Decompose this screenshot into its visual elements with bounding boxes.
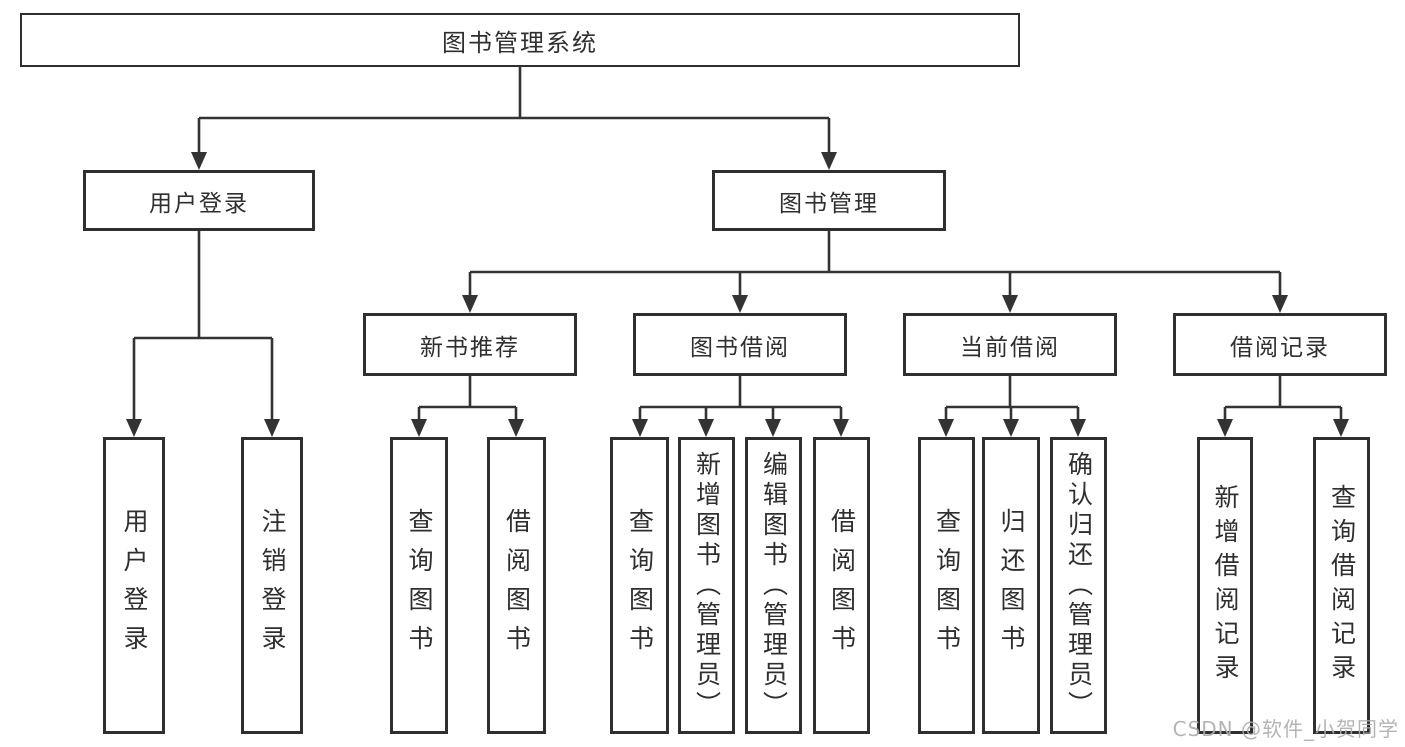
node-borrowing-records: 借阅记录: [1173, 313, 1387, 376]
csdn-watermark: CSDN @软件_小贺同学: [1172, 717, 1399, 741]
branch-borrow-record: [1223, 376, 1343, 420]
node-current-borrowing: 当前借阅: [903, 313, 1117, 376]
leaf-return-books: 归还图书: [982, 437, 1040, 734]
node-label: 新增图书（管理员）: [692, 450, 722, 721]
branch-book-borrow: [638, 376, 843, 420]
branch-current-borrow: [944, 376, 1080, 420]
node-label: 图书管理系统: [442, 28, 598, 57]
node-label: 查询图书: [625, 507, 655, 664]
node-label: 编辑图书（管理员）: [759, 450, 789, 721]
node-label: 确认归还（管理员）: [1064, 450, 1094, 721]
arrowheads-level3: [462, 295, 1288, 313]
node-label: 借阅记录: [1230, 334, 1330, 361]
node-label: 当前借阅: [960, 334, 1060, 361]
node-label: 查询图书: [932, 507, 962, 664]
leaf-user-login: 用户登录: [103, 437, 165, 734]
leaf-borrow-books-recommendation: 借阅图书: [487, 437, 546, 734]
node-label: 借阅图书: [827, 507, 857, 664]
node-label: 图书管理: [779, 190, 879, 217]
branch-root-to-level2: [197, 66, 831, 154]
branch-user-login: [132, 231, 274, 420]
leaf-confirm-return-admin: 确认归还（管理员）: [1050, 437, 1107, 734]
node-new-book-recommendation: 新书推荐: [363, 313, 577, 376]
arrowheads-level2: [191, 152, 837, 170]
node-label: 新书推荐: [420, 334, 520, 361]
leaf-logout: 注销登录: [241, 437, 303, 734]
node-label: 查询借阅记录: [1327, 483, 1357, 688]
node-label: 借阅图书: [502, 507, 532, 664]
leaf-query-books-borrowing: 查询图书: [610, 437, 669, 734]
node-label: 注销登录: [258, 507, 287, 664]
leaf-add-books-admin: 新增图书（管理员）: [678, 437, 735, 734]
node-book-management: 图书管理: [712, 170, 946, 231]
node-library-management-system: 图书管理系统: [20, 13, 1020, 67]
node-user-login: 用户登录: [83, 170, 315, 231]
leaf-query-books-recommendation: 查询图书: [390, 437, 448, 734]
node-label: 用户登录: [149, 190, 249, 217]
leaf-query-borrow-record: 查询借阅记录: [1313, 437, 1370, 734]
branch-book-mgmt: [468, 231, 1282, 296]
branch-new-book-rec: [417, 376, 518, 420]
node-label: 新增借阅记录: [1211, 483, 1240, 688]
leaf-query-books-current: 查询图书: [918, 437, 975, 734]
leaf-add-borrow-record: 新增借阅记录: [1197, 437, 1253, 734]
arrowheads-leaves: [411, 419, 1349, 437]
arrowheads-user-login: [126, 419, 280, 437]
node-book-borrowing: 图书借阅: [633, 313, 847, 376]
node-label: 查询图书: [405, 507, 434, 664]
node-label: 用户登录: [120, 507, 149, 664]
node-label: 图书借阅: [690, 334, 790, 361]
leaf-edit-books-admin: 编辑图书（管理员）: [745, 437, 802, 734]
node-label: 归还图书: [997, 507, 1026, 664]
leaf-borrow-books: 借阅图书: [813, 437, 870, 734]
